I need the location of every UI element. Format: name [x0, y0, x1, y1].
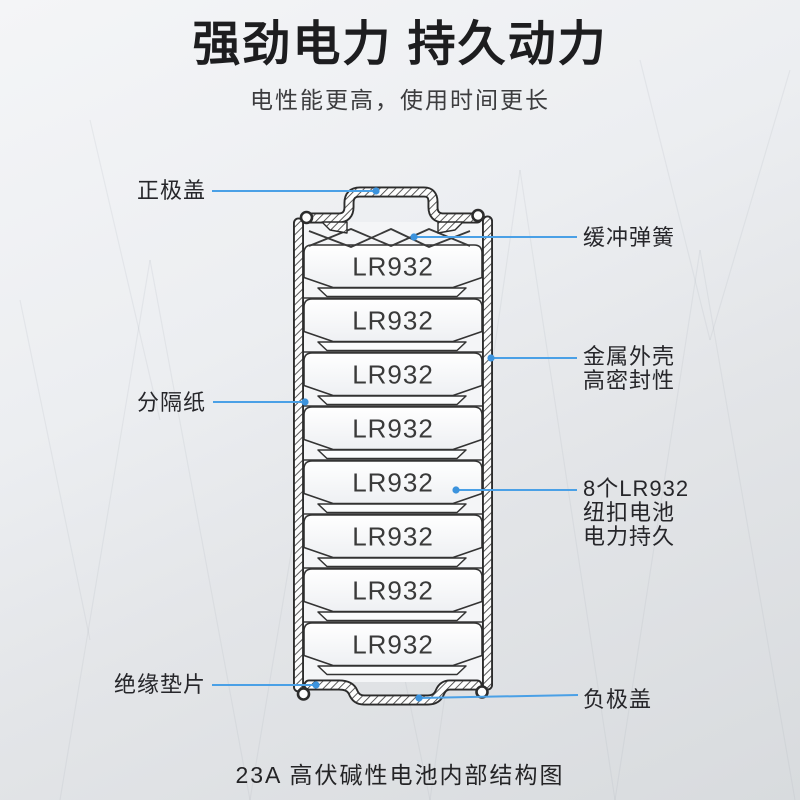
battery-cell: LR932 — [303, 514, 483, 569]
cell-model-label: LR932 — [352, 360, 434, 390]
callout-metal-shell-line1: 金属外壳 — [583, 344, 676, 369]
page-title: 强劲电力 持久动力 — [192, 18, 608, 71]
bottom-left-curl — [296, 687, 311, 701]
callout-cells-line2: 纽扣电池 — [583, 500, 676, 525]
callout-insulation-gasket-label: 绝缘垫片 — [113, 672, 206, 697]
buffer-spring — [308, 228, 471, 248]
callout-negative-cap-label: 负极盖 — [583, 687, 653, 712]
battery-cell: LR932 — [303, 244, 483, 299]
cell-model-label: LR932 — [352, 414, 434, 444]
callout-insulation-gasket: 绝缘垫片 — [0, 673, 206, 697]
page-subtitle: 电性能更高，使用时间更长 — [250, 87, 550, 113]
callout-positive-cap-label: 正极盖 — [136, 178, 206, 203]
callout-negative-cap: 负极盖 — [583, 688, 652, 712]
cell-model-label: LR932 — [352, 252, 434, 282]
callout-positive-cap: 正极盖 — [0, 179, 206, 203]
callout-separator-paper-label: 分隔纸 — [136, 390, 206, 415]
diagram-caption: 23A 高伏碱性电池内部结构图 — [235, 762, 565, 788]
callout-separator-paper: 分隔纸 — [0, 391, 206, 415]
callout-cells-line1: 8个LR932 — [583, 476, 690, 501]
cell-model-label: LR932 — [352, 522, 434, 552]
positive-cap — [301, 186, 483, 234]
cell-model-label: LR932 — [352, 576, 434, 606]
negative-cap — [303, 679, 483, 706]
cell-model-label: LR932 — [352, 306, 434, 336]
cell-model-label: LR932 — [352, 630, 434, 660]
callout-cells: 8个LR932 纽扣电池 电力持久 — [583, 477, 689, 549]
callout-cells-line3: 电力持久 — [583, 524, 676, 549]
callout-buffer-spring-label: 缓冲弹簧 — [583, 225, 676, 250]
top-left-curl — [299, 210, 314, 225]
battery-cell: LR932 — [303, 406, 483, 461]
battery-cell: LR932 — [303, 352, 483, 407]
battery-cell: LR932 — [303, 460, 483, 515]
callout-buffer-spring: 缓冲弹簧 — [583, 226, 675, 250]
battery-cell: LR932 — [303, 298, 483, 353]
battery-cell: LR932 — [303, 568, 483, 623]
top-right-curl — [471, 208, 485, 223]
battery-cell: LR932 — [303, 622, 483, 676]
cell-model-label: LR932 — [352, 468, 434, 498]
leader-lines — [212, 187, 579, 702]
callout-metal-shell-line2: 高密封性 — [583, 368, 676, 393]
callout-metal-shell: 金属外壳 高密封性 — [583, 345, 675, 393]
